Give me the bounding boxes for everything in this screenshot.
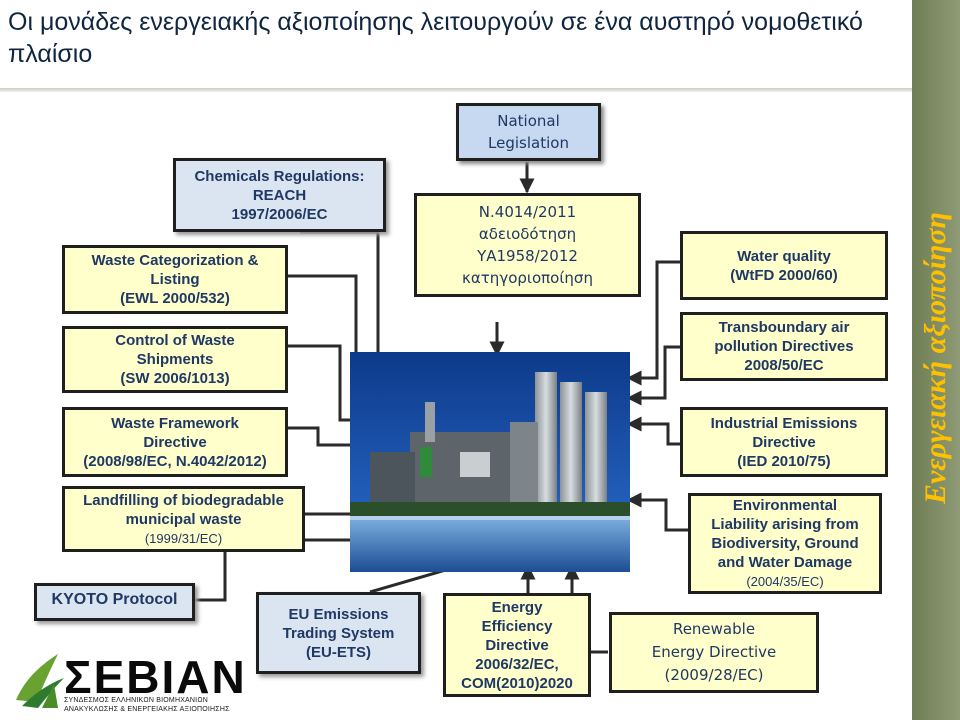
sebian-logo-icon bbox=[16, 654, 64, 708]
kyoto-protocol-box: KYOTO Protocol bbox=[34, 583, 195, 621]
energy-efficiency-box: Energy Efficiency Directive 2006/32/EC, … bbox=[443, 593, 591, 697]
logo-subtitle-line2: ΑΝΑΚΥΚΛΩΣΗΣ & ΕΝΕΡΓΕΙΑΚΗΣ ΑΞΙΟΠΟΙΗΣΗΣ bbox=[64, 706, 230, 713]
logo-subtitle-line1: ΣΥΝΔΕΣΜΟΣ ΕΛΛΗΝΙΚΩΝ ΒΙΟΜΗΧΑΝΙΩΝ bbox=[64, 697, 209, 704]
arrow-environmental-liability bbox=[626, 492, 688, 532]
arrow-transboundary bbox=[626, 345, 680, 406]
title-divider bbox=[0, 88, 912, 92]
page-title: Οι μονάδες ενεργειακής αξιοποίησης λειτο… bbox=[8, 8, 863, 68]
arrow-industrial-emissions bbox=[626, 416, 680, 446]
eu-ets-box: EU Emissions Trading System (EU-ETS) bbox=[256, 592, 421, 674]
waste-to-energy-plant-image bbox=[350, 352, 630, 572]
water-quality-box: Water quality (WtFD 2000/60) bbox=[680, 231, 888, 300]
waste-framework-box: Waste Framework Directive (2008/98/EC, N… bbox=[62, 407, 288, 477]
arrow-water-quality bbox=[626, 260, 680, 386]
transboundary-air-box: Transboundary air pollution Directives 2… bbox=[680, 312, 888, 381]
national-legislation-box: National Legislation bbox=[456, 103, 601, 161]
renewable-energy-box: Renewable Energy Directive (2009/28/EC) bbox=[609, 612, 819, 693]
arrow-kyoto bbox=[195, 532, 414, 602]
sidebar-band bbox=[912, 0, 960, 720]
waste-categorization-box: Waste Categorization & Listing (EWL 2000… bbox=[62, 245, 288, 314]
landfilling-box: Landfilling of biodegradable municipal w… bbox=[62, 486, 305, 552]
logo-name: ΣΕΒΙΑΝ bbox=[64, 651, 247, 703]
waste-shipments-box: Control of Waste Shipments (SW 2006/1013… bbox=[62, 326, 288, 393]
reach-box: Chemicals Regulations: REACH 1997/2006/E… bbox=[173, 158, 386, 232]
environmental-liability-box: Environmental Liability arising from Bio… bbox=[688, 493, 882, 594]
industrial-emissions-box: Industrial Emissions Directive (IED 2010… bbox=[680, 407, 888, 477]
greek-law-box: N.4014/2011 αδειοδότηση ΥΑ1958/2012 κατη… bbox=[414, 193, 641, 297]
sidebar-vertical-title: Ενεργειακή αξιοποίηση bbox=[919, 211, 952, 505]
